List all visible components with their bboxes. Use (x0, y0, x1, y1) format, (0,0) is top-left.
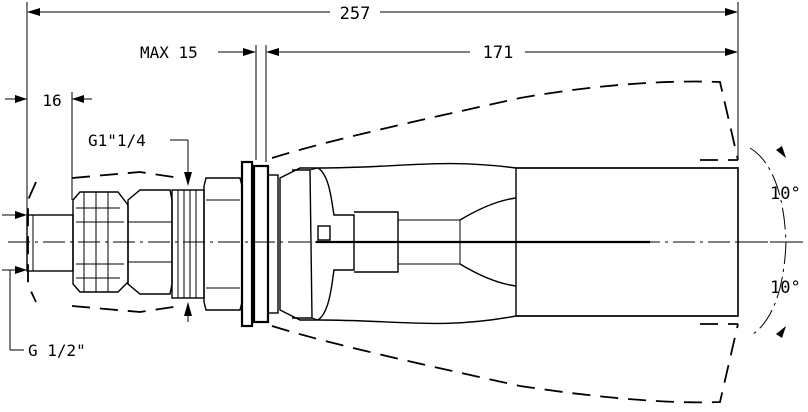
thread-section (171, 189, 205, 299)
spout-body (279, 162, 739, 325)
inlet-phantom (27, 171, 181, 313)
swivel-angle-dimension: 10° 10° (738, 146, 808, 338)
swivel-down-label: 10° (770, 278, 801, 298)
inlet-pipe (26, 214, 74, 272)
flange (203, 160, 279, 328)
dimension-max-15: MAX 15 (140, 43, 257, 160)
upper-thread-label: G1"1/4 (88, 131, 146, 150)
swivel-phantom-lower (271, 323, 739, 404)
swivel-up-label: 10° (770, 184, 801, 204)
spout-length-label: 171 (483, 43, 514, 63)
max-wall-label: MAX 15 (140, 43, 198, 62)
overall-length-label: 257 (340, 4, 371, 24)
dimension-171: 171 (265, 43, 738, 162)
dimension-257: 257 (26, 2, 739, 215)
swivel-phantom-upper (271, 80, 739, 161)
inlet-offset-label: 16 (42, 91, 61, 110)
dimension-16: 16 (5, 91, 92, 200)
inlet-thread-label: G 1/2" (28, 341, 86, 360)
upper-thread-callout: G1"1/4 (88, 131, 192, 322)
inlet-thread-callout: G 1/2" (2, 211, 86, 360)
